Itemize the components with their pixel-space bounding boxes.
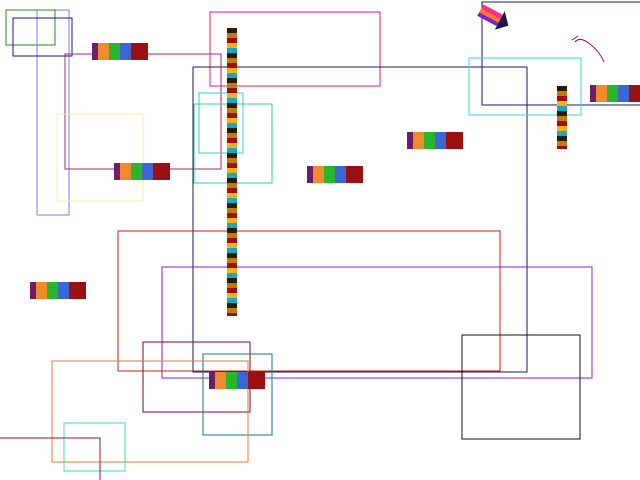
striped-chips	[30, 43, 640, 389]
outline-rect-green-small	[5, 9, 56, 46]
outline-rect-yellow	[56, 113, 144, 202]
curve-tick	[571, 35, 579, 41]
curve-stroke	[574, 38, 605, 63]
decorations	[477, 4, 605, 63]
arrow-marker-icon	[477, 4, 509, 30]
chip-1	[92, 43, 148, 60]
outline-rect-blue-tall	[36, 9, 70, 216]
chip-4	[407, 132, 463, 149]
outline-rect-red	[117, 230, 501, 372]
outline-rect-purple	[161, 266, 593, 379]
vertical-strip-right	[557, 86, 567, 149]
chip-5	[590, 85, 640, 102]
outline-rect-cyan	[198, 92, 244, 154]
chip-6	[30, 282, 86, 299]
outline-rect-black	[461, 334, 581, 440]
outline-rect-pink	[209, 11, 381, 87]
outline-rect-cyan-right	[468, 57, 582, 116]
vertical-strips	[227, 28, 567, 316]
outline-rect-aqua	[63, 422, 126, 472]
outline-rect-orange	[51, 360, 249, 463]
outline-rect-navy-small	[12, 17, 73, 57]
vertical-strip-center	[227, 28, 237, 316]
chip-7	[209, 372, 265, 389]
chip-3	[307, 166, 363, 183]
outline-rect-navy-big	[192, 66, 528, 373]
chip-2	[114, 163, 170, 180]
outline-rect-plum	[0, 437, 101, 480]
outline-rect-teal-dark	[202, 353, 273, 436]
